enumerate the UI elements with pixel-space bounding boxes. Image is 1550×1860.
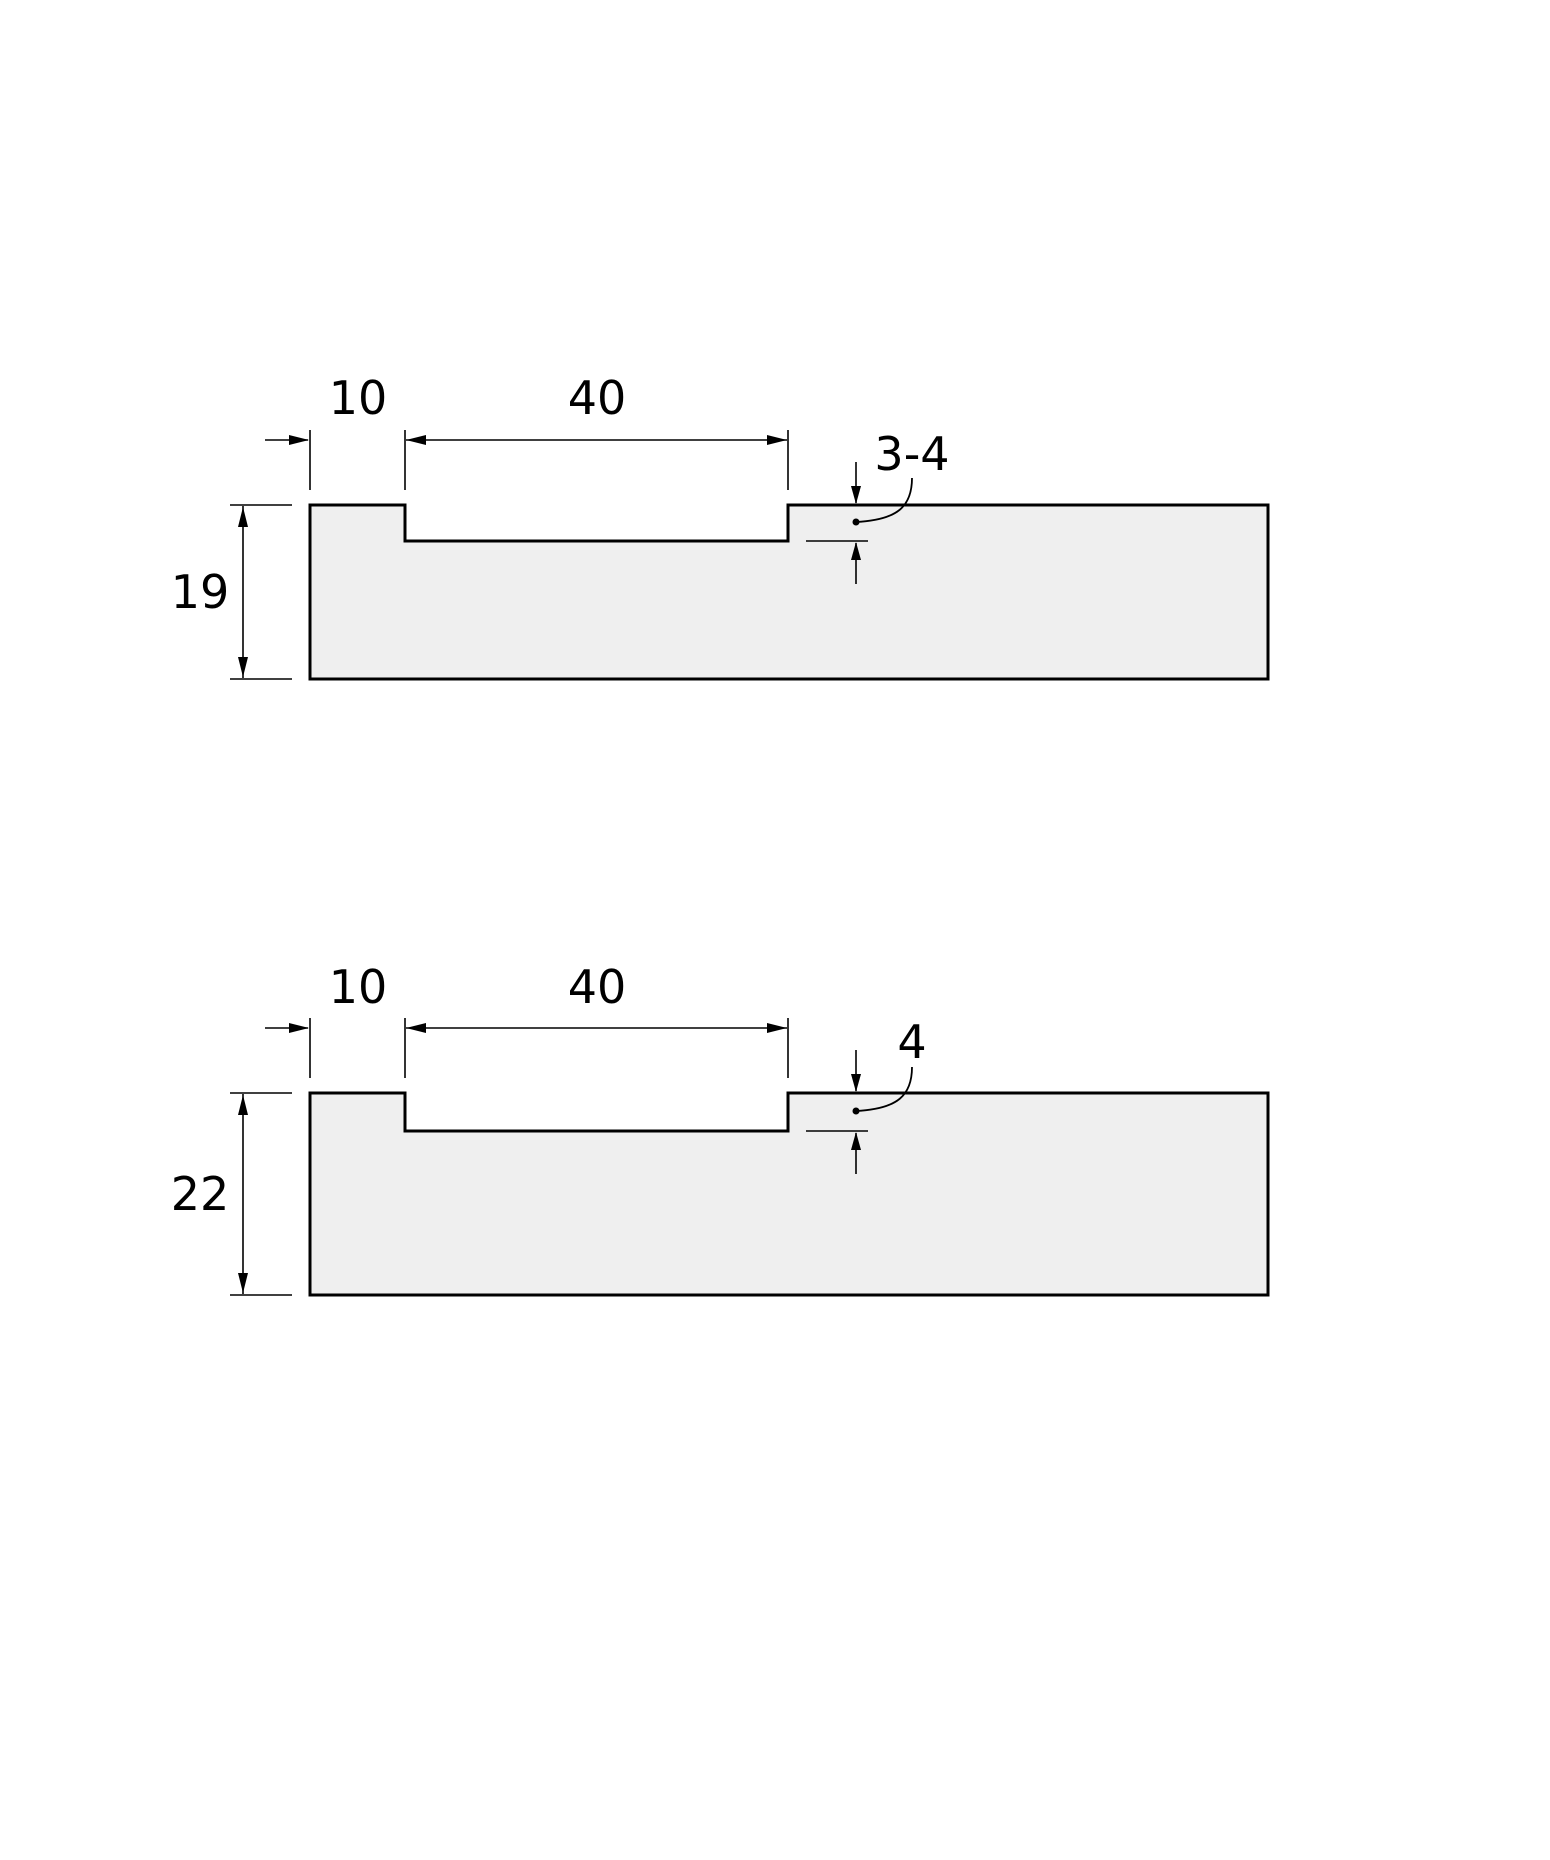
arrowhead xyxy=(289,1023,309,1033)
board-cross-section xyxy=(308,1091,1270,1297)
arrowhead xyxy=(767,1023,787,1033)
groove-width-label: 40 xyxy=(568,371,627,425)
arrowhead xyxy=(851,1132,861,1150)
thickness-dimension: 19 xyxy=(171,504,292,680)
groove-width-dimension: 40 xyxy=(404,371,789,490)
arrowhead xyxy=(289,435,309,445)
arrowhead xyxy=(851,542,861,560)
thickness-dimension: 22 xyxy=(171,1092,292,1296)
arrowhead xyxy=(851,1074,861,1092)
arrowhead xyxy=(238,657,248,677)
leader-line xyxy=(855,1066,913,1112)
edge-offset-dimension: 10 xyxy=(265,371,387,490)
groove-depth-dimension: 3-4 xyxy=(806,427,950,584)
profile-drawing-bottom: 22 10 40 4 xyxy=(171,960,1270,1297)
thickness-label: 19 xyxy=(171,565,230,619)
edge-offset-label: 10 xyxy=(329,960,388,1014)
edge-offset-dimension: 10 xyxy=(265,960,387,1078)
arrowhead xyxy=(238,1273,248,1293)
board-cross-section xyxy=(308,503,1270,681)
arrowhead xyxy=(406,435,426,445)
thickness-label: 22 xyxy=(171,1167,230,1221)
profile-drawing-top: 19 10 40 3-4 xyxy=(171,371,1270,681)
arrowhead xyxy=(406,1023,426,1033)
groove-depth-label: 3-4 xyxy=(874,427,949,481)
leader-line xyxy=(855,477,913,523)
arrowhead xyxy=(238,507,248,527)
groove-width-dimension: 40 xyxy=(404,960,789,1078)
groove-width-label: 40 xyxy=(568,960,627,1014)
arrowhead xyxy=(851,486,861,504)
arrowhead xyxy=(767,435,787,445)
arrowhead xyxy=(238,1095,248,1115)
groove-depth-dimension: 4 xyxy=(806,1015,927,1174)
groove-depth-label: 4 xyxy=(897,1015,926,1069)
edge-offset-label: 10 xyxy=(329,371,388,425)
